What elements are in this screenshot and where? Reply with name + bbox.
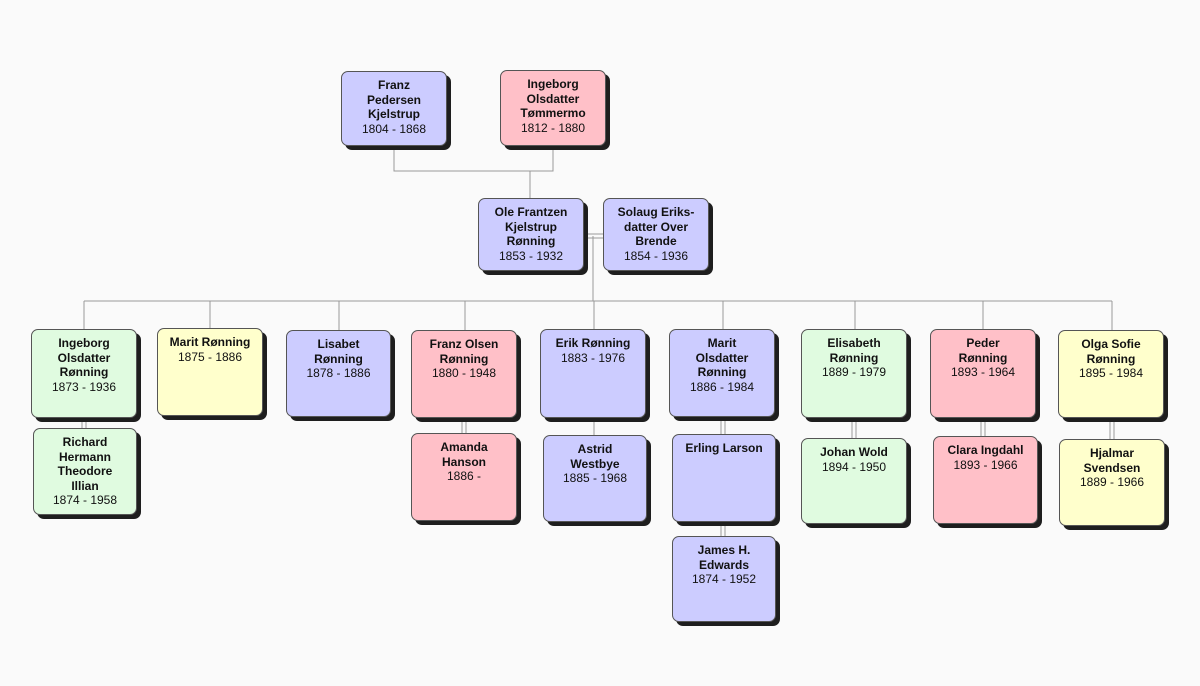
person-name: Clara Ingdahl [947, 443, 1024, 457]
person-dates: 1893 - 1964 [950, 365, 1016, 379]
person-dates: 1885 - 1968 [562, 471, 628, 485]
person-dates: 1886 - 1984 [689, 379, 755, 394]
person-dates: 1878 - 1886 [306, 366, 371, 380]
person-dates: 1880 - 1948 [431, 366, 497, 380]
connector-spouse-marit [720, 417, 726, 536]
person-card-hjalmar[interactable]: Hjalmar Svendsen 1889 - 1966 [1059, 439, 1165, 526]
person-name: Ingeborg Olsdatter Rønning [57, 336, 111, 379]
person-dates: 1889 - 1966 [1079, 475, 1145, 489]
connector-spouse-elisabeth [851, 418, 857, 438]
person-name: Peder Rønning [958, 336, 1008, 365]
person-dates: 1889 - 1979 [821, 365, 887, 379]
person-card-franz-pedersen[interactable]: Franz Pedersen Kjelstrup 1804 - 1868 [341, 71, 447, 146]
person-name: Lisabet Rønning [314, 337, 363, 366]
person-card-solaug[interactable]: Solaug Eriks- datter Over Brende 1854 - … [603, 198, 709, 271]
person-dates: 1886 - [446, 469, 482, 483]
person-card-ingeborg-tommermo[interactable]: Ingeborg Olsdatter Tømmermo 1812 - 1880 [500, 70, 606, 146]
person-dates: 1812 - 1880 [520, 120, 586, 135]
person-card-peder[interactable]: Peder Rønning 1893 - 1964 [930, 329, 1036, 418]
person-name: James H. Edwards [697, 543, 751, 572]
person-dates: 1874 - 1952 [691, 572, 757, 586]
person-card-lisabet[interactable]: Lisabet Rønning 1878 - 1886 [286, 330, 391, 417]
person-name: Solaug Eriks- datter Over Brende [617, 205, 695, 248]
person-dates: 1895 - 1984 [1078, 366, 1144, 380]
person-name: Olga Sofie Rønning [1081, 337, 1141, 366]
connector-children-bus [84, 236, 1112, 302]
person-name: Astrid Westbye [570, 442, 620, 471]
person-dates: 1873 - 1936 [51, 379, 117, 394]
connector-spouse-franz [461, 418, 467, 433]
person-name: Franz Pedersen Kjelstrup [366, 78, 422, 121]
person-card-franz-olsen[interactable]: Franz Olsen Rønning 1880 - 1948 [411, 330, 517, 418]
person-name: Ingeborg Olsdatter Tømmermo [520, 77, 586, 120]
person-dates: 1894 - 1950 [821, 459, 887, 474]
person-card-richard[interactable]: Richard Hermann Theodore Illian 1874 - 1… [33, 428, 137, 515]
person-card-johan[interactable]: Johan Wold 1894 - 1950 [801, 438, 907, 524]
person-name: Johan Wold [820, 445, 888, 459]
person-dates: 1853 - 1932 [498, 248, 564, 263]
person-name: Franz Olsen Rønning [429, 337, 499, 366]
person-name: Marit Rønning [169, 335, 251, 349]
person-dates: 1883 - 1976 [560, 350, 626, 365]
connector-spouse-olga [1109, 418, 1115, 439]
person-card-amanda[interactable]: Amanda Hanson 1886 - [411, 433, 517, 521]
person-name: Richard Hermann Theodore Illian [57, 435, 113, 493]
person-name: Elisabeth Rønning [827, 336, 881, 365]
person-name: Erik Rønning [555, 336, 631, 350]
person-card-clara[interactable]: Clara Ingdahl 1893 - 1966 [933, 436, 1038, 524]
person-card-marit-olsdatter[interactable]: Marit Olsdatter Rønning 1886 - 1984 [669, 329, 775, 417]
person-card-erik[interactable]: Erik Rønning 1883 - 1976 [540, 329, 646, 418]
person-card-olga[interactable]: Olga Sofie Rønning 1895 - 1984 [1058, 330, 1164, 418]
person-name: Ole Frantzen Kjelstrup Rønning [494, 205, 568, 248]
person-card-erling[interactable]: Erling Larson [672, 434, 776, 522]
person-card-ingeborg-ronning[interactable]: Ingeborg Olsdatter Rønning 1873 - 1936 [31, 329, 137, 418]
connector-child-drops [83, 301, 1113, 330]
person-name: Hjalmar Svendsen [1083, 446, 1141, 475]
person-card-ole-frantzen[interactable]: Ole Frantzen Kjelstrup Rønning 1853 - 19… [478, 198, 584, 271]
person-name: Amanda Hanson [440, 440, 488, 469]
connector-spouse-ingeborg [81, 418, 87, 428]
person-dates: 1804 - 1868 [361, 121, 427, 136]
person-card-astrid[interactable]: Astrid Westbye 1885 - 1968 [543, 435, 647, 522]
person-card-elisabeth[interactable]: Elisabeth Rønning 1889 - 1979 [801, 329, 907, 418]
person-dates: 1854 - 1936 [623, 248, 689, 263]
person-name: Marit Olsdatter Rønning [695, 336, 749, 379]
person-card-james[interactable]: James H. Edwards 1874 - 1952 [672, 536, 776, 622]
person-dates: 1893 - 1966 [953, 457, 1018, 472]
person-name: Erling Larson [685, 441, 763, 455]
person-dates: 1875 - 1886 [177, 349, 243, 364]
connector-spouse-peder [980, 418, 986, 436]
connector-grandparents [393, 146, 554, 198]
person-card-marit-1875[interactable]: Marit Rønning 1875 - 1886 [157, 328, 263, 416]
person-dates: 1874 - 1958 [52, 493, 118, 507]
